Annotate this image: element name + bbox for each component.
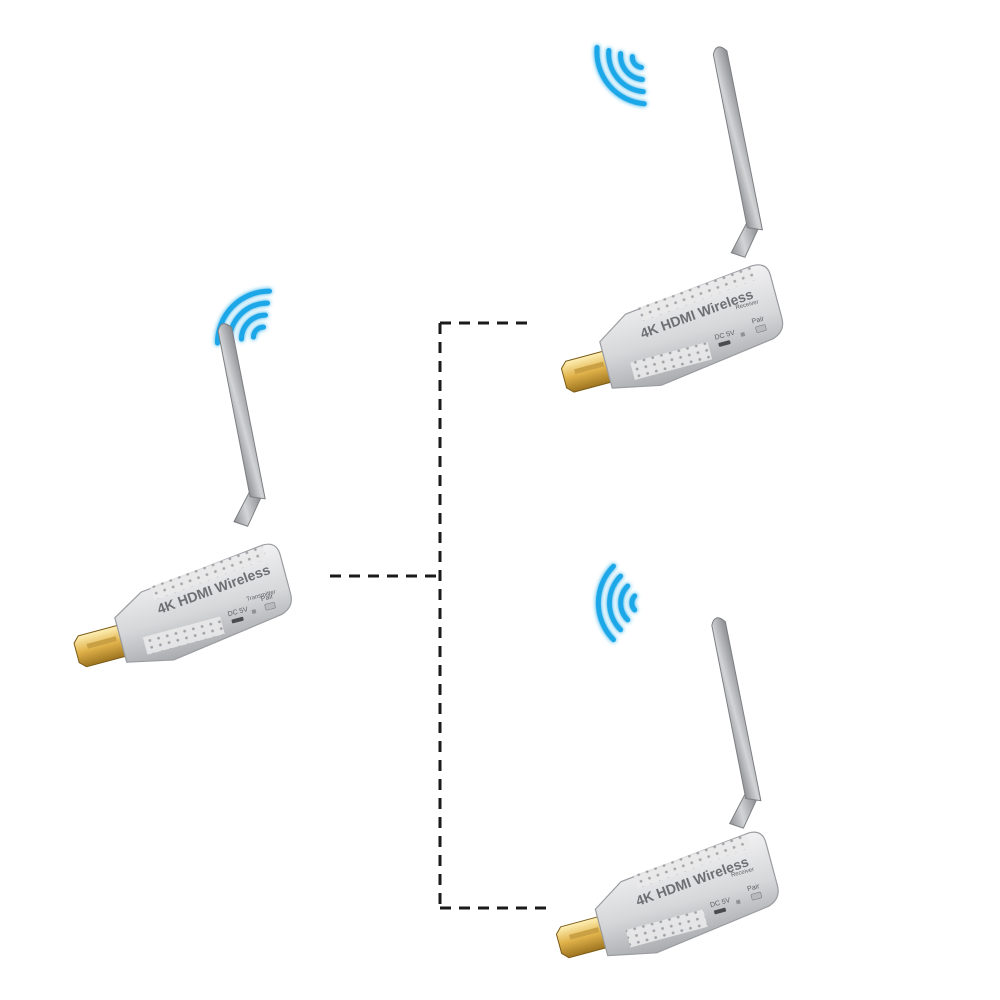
transmitter-device: 4K HDMI Wireless Transmitter DC 5V Pair <box>73 288 292 668</box>
pair-label: Pair <box>747 883 761 893</box>
pair-label: Pair <box>260 593 274 603</box>
pair-button[interactable] <box>750 891 763 901</box>
wifi-signal-icon <box>595 563 638 643</box>
antenna-icon <box>711 617 762 829</box>
device-body <box>599 264 784 389</box>
status-led <box>735 899 741 905</box>
pair-label: Pair <box>751 315 765 325</box>
receiver-bottom-device: 4K HDMI Wireless Receiver DC 5V Pair <box>555 563 779 959</box>
pair-button[interactable] <box>755 324 767 333</box>
antenna-icon <box>712 46 764 258</box>
device-subtitle: Receiver <box>731 867 755 879</box>
status-led <box>251 609 257 615</box>
device-body <box>114 543 292 663</box>
device-body <box>594 831 779 957</box>
status-led <box>740 332 746 337</box>
receiver-top-device: 4K HDMI Wireless Receiver DC 5V Pair <box>560 44 784 393</box>
dc-port <box>231 616 244 624</box>
dc-port <box>718 340 731 347</box>
dc-port <box>713 907 727 915</box>
device-subtitle: Receiver <box>735 299 759 311</box>
hdmi-plug-icon <box>73 624 128 668</box>
wifi-signal-icon <box>594 44 647 107</box>
pair-button[interactable] <box>264 601 276 611</box>
connector-lines <box>330 321 548 910</box>
antenna-icon <box>217 323 266 527</box>
